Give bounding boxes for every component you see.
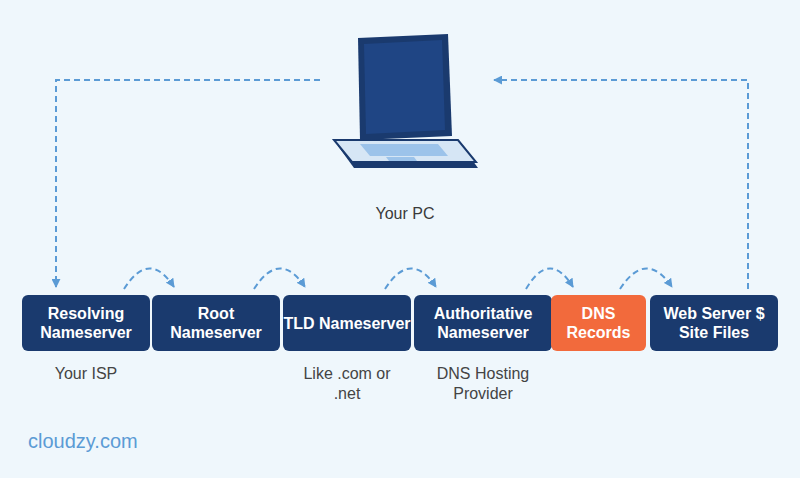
box-label: Authoritative Nameserver [414,304,552,342]
flow-connector [494,80,748,289]
process-box: TLD Nameserver [283,295,411,351]
flow-connector [254,268,305,289]
flow-connector [56,80,320,287]
box-label: Root Nameserver [152,304,280,342]
box-label: TLD Nameserver [283,314,410,333]
process-box: Web Server $ Site Files [650,295,778,351]
flow-connector [620,268,672,289]
node-caption: Your PC [330,205,480,223]
computer-node: Your PC [330,28,480,223]
annotation: Like .com or .net [302,364,392,404]
box-label: Resolving Nameserver [22,304,150,342]
flow-connector [124,268,174,289]
laptop-illustration [330,28,480,188]
process-box: Authoritative Nameserver [414,295,552,351]
box-label: DNS Records [551,304,646,342]
process-box: Root Nameserver [152,295,280,351]
process-box: DNS Records [551,295,646,351]
annotation: Your ISP [31,364,141,384]
process-box: Resolving Nameserver [22,295,150,351]
watermark: cloudzy.com [28,430,138,453]
flow-connector [385,268,436,289]
flow-connector [526,268,573,289]
annotation: DNS Hosting Provider [427,364,539,404]
box-label: Web Server $ Site Files [650,304,778,342]
